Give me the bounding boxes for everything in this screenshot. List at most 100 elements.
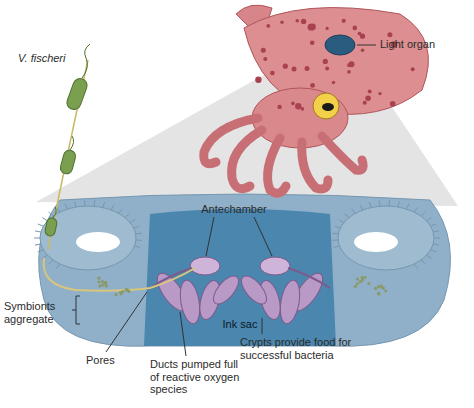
symbiont-dot (384, 289, 387, 292)
cilium (49, 260, 53, 264)
cilium (332, 240, 338, 241)
skin-spot (310, 83, 315, 88)
cilium (431, 224, 437, 226)
skin-spot (270, 71, 275, 76)
part-label: Antechamber (194, 203, 274, 216)
part-label: Light organ (380, 38, 468, 51)
part-label: Ink sac (212, 318, 268, 331)
skin-spot (378, 92, 381, 95)
part-label: Pores (86, 354, 136, 367)
cilium (369, 202, 371, 208)
cilium (136, 233, 142, 235)
symbiont-dot (97, 277, 100, 280)
symbiont-dot (120, 292, 123, 295)
cilium (389, 200, 390, 206)
skin-spot (363, 101, 367, 105)
cilium (335, 226, 341, 228)
skin-spot (291, 102, 295, 106)
v-fischeri-cells (44, 44, 90, 237)
cilium (111, 205, 114, 210)
cilium (130, 220, 135, 223)
cilium (360, 205, 363, 210)
skin-spot (387, 32, 392, 37)
skin-spot (305, 66, 310, 71)
symbiont-dot (377, 292, 380, 295)
left-appendage-hole (76, 232, 120, 252)
cilium (94, 200, 96, 206)
cilium (433, 231, 439, 232)
symbiont-dot (101, 280, 104, 283)
squid (204, 5, 429, 193)
skin-spot (332, 81, 335, 84)
right-appendage-hole (354, 232, 398, 252)
skin-spot (390, 101, 396, 107)
symbiont-dot (367, 282, 370, 285)
cilium (344, 214, 349, 218)
cilium (427, 255, 432, 258)
light-organ-section (39, 194, 451, 346)
cilium (136, 240, 142, 241)
cilium (35, 231, 41, 232)
symbiont-dot (98, 285, 101, 288)
cilium (134, 226, 140, 228)
symbiont-dot (105, 284, 108, 287)
skin-spot (347, 70, 351, 74)
cilium (125, 214, 130, 218)
symbiont-dot (356, 282, 359, 285)
right-appendage (338, 206, 434, 270)
cilium (84, 200, 85, 206)
cilium (427, 218, 432, 221)
cilium (103, 202, 105, 208)
cilium (421, 212, 425, 216)
right-duct (288, 268, 330, 288)
cilium (414, 264, 418, 269)
symbiont-dot (374, 287, 377, 290)
skin-spot (365, 95, 371, 101)
skin-spot (283, 64, 288, 69)
cilium (431, 250, 437, 252)
skin-spot (353, 26, 358, 31)
left-appendage (40, 206, 136, 270)
symbiont-dot (115, 293, 118, 296)
skin-spot (358, 32, 362, 36)
skin-spot (310, 40, 315, 45)
species-label: V. fischeri (18, 52, 98, 65)
symbiont-dot (124, 288, 127, 291)
cilium (65, 204, 68, 209)
skin-spot (411, 67, 415, 71)
cilium (38, 250, 44, 252)
cilium (35, 244, 41, 245)
cilium (38, 224, 44, 226)
cilium (332, 233, 338, 235)
skin-spot (368, 90, 372, 94)
skin-spot (295, 103, 301, 109)
symbiont-dot (356, 277, 359, 280)
skin-spot (301, 19, 306, 24)
cilium (49, 212, 53, 216)
ink-sac (144, 209, 336, 346)
skin-spot (266, 24, 270, 28)
leader-lines (72, 45, 376, 356)
cilium (75, 201, 77, 207)
symbiont-dot (97, 280, 100, 283)
skin-spot (326, 27, 329, 30)
skin-spot (280, 21, 283, 24)
cilium (334, 246, 340, 248)
cilium (406, 204, 409, 209)
cilium (339, 220, 344, 223)
cilium (398, 201, 400, 207)
cilium (34, 238, 40, 239)
cilium (433, 244, 439, 245)
process-label: Crypts provide food for successful bacte… (240, 336, 374, 361)
symbiont-dot (361, 276, 364, 279)
symbiont-dot (377, 292, 380, 295)
skin-spot (292, 67, 297, 72)
left-crypts (152, 257, 243, 325)
symbiont-dot (364, 276, 367, 279)
cilium (135, 246, 141, 248)
skin-spot (325, 67, 329, 71)
skin-spot (263, 57, 267, 61)
skin-spot (261, 48, 266, 53)
cilium (56, 264, 60, 269)
symbiont-dot (382, 287, 385, 290)
